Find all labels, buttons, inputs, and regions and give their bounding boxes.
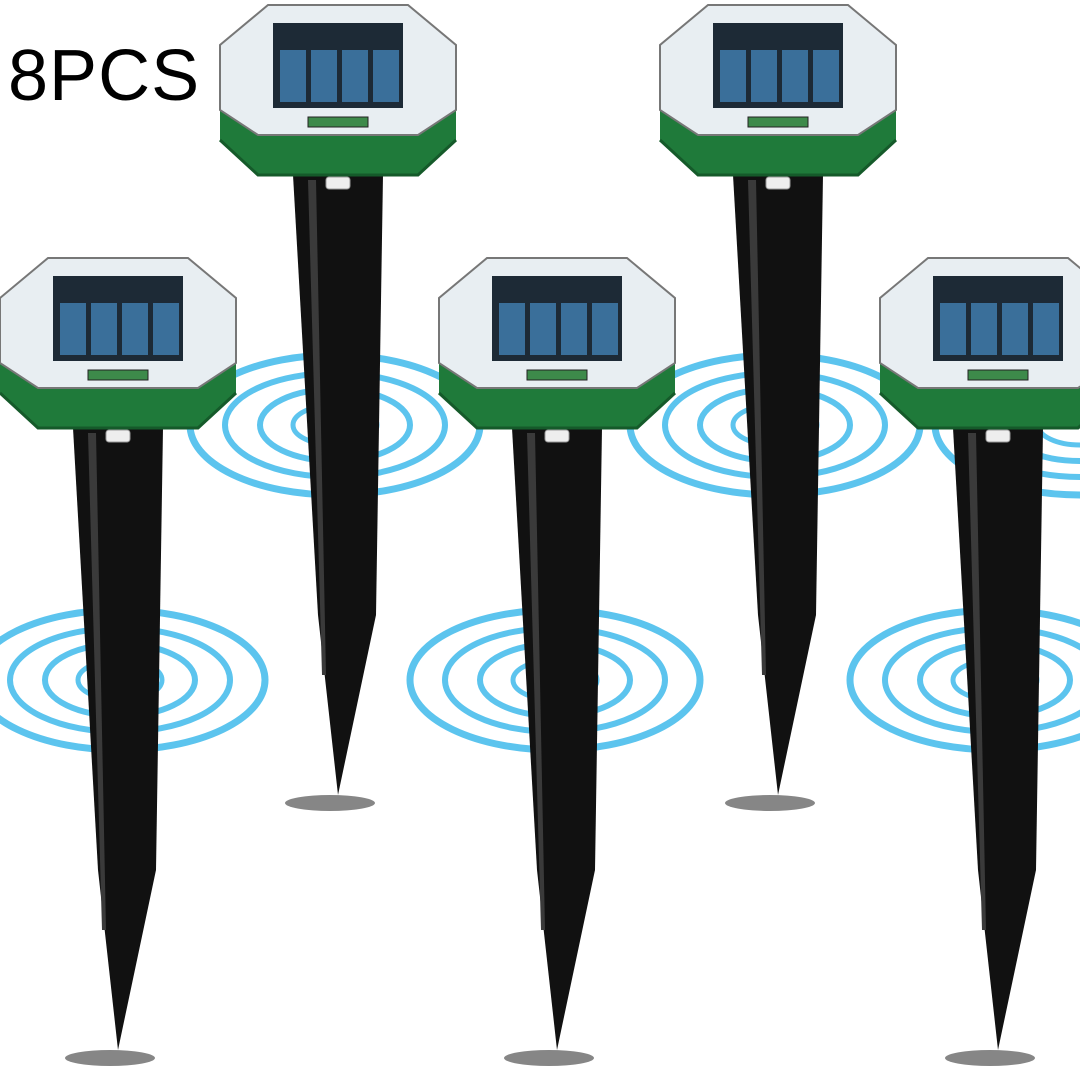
shadow	[285, 795, 375, 811]
solar-repeller	[437, 257, 677, 1066]
latch	[765, 176, 791, 190]
repeller-units	[0, 4, 1080, 1066]
latch	[105, 429, 131, 443]
solar-repeller	[0, 257, 238, 1066]
shadow	[504, 1050, 594, 1066]
solar-repeller	[218, 4, 458, 811]
stake	[953, 428, 1043, 1050]
stake	[733, 175, 823, 795]
shadow	[945, 1050, 1035, 1066]
shadow	[65, 1050, 155, 1066]
stake	[73, 428, 163, 1050]
stake	[293, 175, 383, 795]
quantity-label: 8PCS	[8, 36, 201, 116]
stake	[512, 428, 602, 1050]
shadow	[725, 795, 815, 811]
latch	[544, 429, 570, 443]
latch	[985, 429, 1011, 443]
solar-repeller	[878, 257, 1080, 1066]
solar-repeller	[658, 4, 898, 811]
latch	[325, 176, 351, 190]
